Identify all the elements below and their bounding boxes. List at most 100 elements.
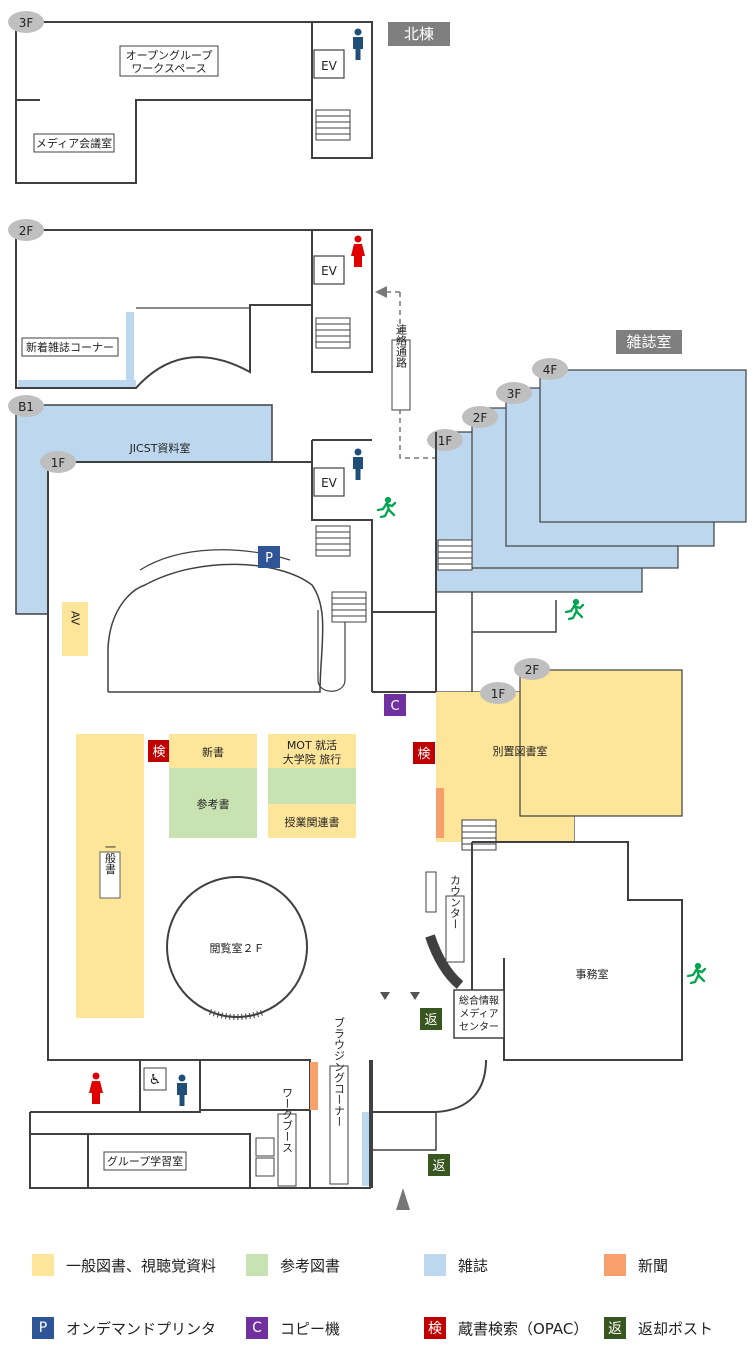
stairs-annex-b xyxy=(461,819,497,851)
opac-marker-2-label: 検 xyxy=(417,747,430,762)
annex-2f-label: 2F xyxy=(525,663,540,677)
floor-3f-plan xyxy=(15,21,373,184)
mot-label-2: 大学院 旅行 xyxy=(283,752,342,766)
copy-marker[interactable] xyxy=(384,694,406,716)
counter-label: カウンター xyxy=(449,874,462,929)
legend-item-magazine: 雑誌 xyxy=(424,1253,488,1277)
stairs-3f xyxy=(315,109,351,141)
floor-1f-label: 1F xyxy=(51,456,66,470)
annex-library-label: 別置図書室 xyxy=(493,744,548,758)
floor-2f-plan xyxy=(15,229,373,389)
group-study-label: グループ学習室 xyxy=(107,1154,183,1168)
class-related-label: 授業関連書 xyxy=(285,815,340,829)
reference-shelf-2 xyxy=(268,768,356,804)
av-label: AV xyxy=(69,611,82,626)
return-post-2[interactable] xyxy=(428,1154,450,1176)
legend-label-newspaper: 新聞 xyxy=(638,1256,669,1275)
legend: 一般図書、視聴覚資料 参考図書 雑誌 新聞 P オンデマンドプリンタ C コピー… xyxy=(0,1240,756,1361)
open-group-line1: オープングループ xyxy=(126,48,213,62)
jicst-area xyxy=(15,404,273,615)
new-books-label: 新書 xyxy=(202,745,224,759)
work-booth-seat-2 xyxy=(255,1157,275,1177)
mag-4f-label: 4F xyxy=(543,363,558,377)
floor-tag-b1 xyxy=(8,395,44,417)
legend-swatch-magazine xyxy=(424,1254,446,1276)
annex-library-2f xyxy=(519,669,683,817)
legend-label-copy: コピー機 xyxy=(280,1319,341,1338)
stairs-main-lower xyxy=(331,591,367,623)
legend-icon-copy: C xyxy=(246,1317,268,1339)
printer-marker-label: P xyxy=(265,551,273,566)
legend-item-general: 一般図書、視聴覚資料 xyxy=(32,1253,216,1277)
newspaper-shelf xyxy=(436,788,444,838)
counter-desk-top xyxy=(425,871,437,913)
floor-tag-mag-3f xyxy=(496,382,532,404)
legend-label-return: 返却ポスト xyxy=(638,1319,714,1338)
opac-marker-1[interactable] xyxy=(148,740,170,762)
group-study-label-box xyxy=(103,1151,187,1171)
new-books-shelf xyxy=(169,734,257,768)
media-center-box xyxy=(453,989,505,1039)
floor-tag-mag-2f xyxy=(462,406,498,428)
floor-b1-label: B1 xyxy=(18,400,34,414)
female-toilet-1f-icon xyxy=(89,1072,103,1104)
emergency-exit-icon-2 xyxy=(564,598,585,621)
legend-item-opac: 検 蔵書検索（OPAC） xyxy=(424,1316,588,1340)
legend-item-copy: C コピー機 xyxy=(246,1316,340,1340)
floor-2f-north-label: 2F xyxy=(19,224,34,238)
return-post-1[interactable] xyxy=(420,1008,442,1030)
elevator-1f: EV xyxy=(321,476,338,490)
av-shelf xyxy=(62,602,88,656)
mag-2f-label: 2F xyxy=(473,411,488,425)
magazine-room-label: 雑誌室 xyxy=(626,333,671,351)
browsing-corner-label: ブラウジングコーナー xyxy=(333,1016,346,1127)
counter-label-box xyxy=(445,895,465,963)
new-magazine-corner: 新着雑誌コーナー xyxy=(26,340,114,354)
reading-room-circle xyxy=(166,876,308,1018)
work-booth-label-box xyxy=(277,1113,297,1187)
legend-label-reference: 参考図書 xyxy=(280,1256,341,1275)
north-building-label: 北棟 xyxy=(404,25,434,43)
library-floor-map: 北棟 オープングループ ワークスペース メディア会議室 EV 3F 新着雑誌コー… xyxy=(8,11,747,1210)
legend-item-newspaper: 新聞 xyxy=(604,1253,668,1277)
legend-label-magazine: 雑誌 xyxy=(458,1256,489,1275)
return-post-1-label: 返 xyxy=(424,1013,437,1028)
lower-left-walls xyxy=(29,1060,371,1189)
counter-desk-curve xyxy=(425,934,464,989)
entrance-walls xyxy=(371,1059,487,1188)
legend-icon-opac: 検 xyxy=(424,1317,446,1339)
open-group-line2: ワークスペース xyxy=(131,62,206,75)
legend-icon-return: 返 xyxy=(604,1317,626,1339)
opac-marker-2[interactable] xyxy=(413,742,435,764)
opac-marker-1-label: 検 xyxy=(152,745,165,760)
mag-1f-label: 1F xyxy=(438,434,453,448)
annex-1f-label: 1F xyxy=(491,687,506,701)
mot-shelf xyxy=(268,734,356,768)
reference-shelf xyxy=(169,768,257,838)
reading-room-label: 閲覧室２Ｆ xyxy=(210,941,265,955)
magazine-browsing-shelf xyxy=(362,1112,370,1186)
class-related-shelf xyxy=(268,804,356,838)
reading-room-stairs xyxy=(208,1009,266,1020)
newspaper-browsing-shelf xyxy=(310,1062,318,1110)
elevator-3f: EV xyxy=(321,59,338,73)
north-building-badge xyxy=(388,22,450,46)
work-booth-label: ワークブース xyxy=(281,1087,294,1153)
open-group-label-box xyxy=(119,45,219,77)
new-magazine-shelf xyxy=(18,380,136,387)
emergency-exit-icon-1 xyxy=(376,496,397,519)
media-meeting-label-box xyxy=(33,133,115,153)
stairs-main xyxy=(315,525,351,557)
legend-label-general: 一般図書、視聴覚資料 xyxy=(66,1256,217,1275)
printer-marker[interactable] xyxy=(258,546,280,568)
floor-3f-label: 3F xyxy=(19,16,34,30)
magazine-floors xyxy=(435,369,747,593)
accessible-symbol: ♿ xyxy=(149,1072,162,1088)
magazine-room-badge xyxy=(616,330,682,354)
stairs-2f xyxy=(315,317,351,349)
reference-books-label: 参考書 xyxy=(197,797,230,811)
entrance-arrow xyxy=(396,1188,410,1210)
legend-swatch-general xyxy=(32,1254,54,1276)
floor-tag-3f xyxy=(8,11,44,33)
mot-label-1: MOT 就活 xyxy=(287,738,337,752)
